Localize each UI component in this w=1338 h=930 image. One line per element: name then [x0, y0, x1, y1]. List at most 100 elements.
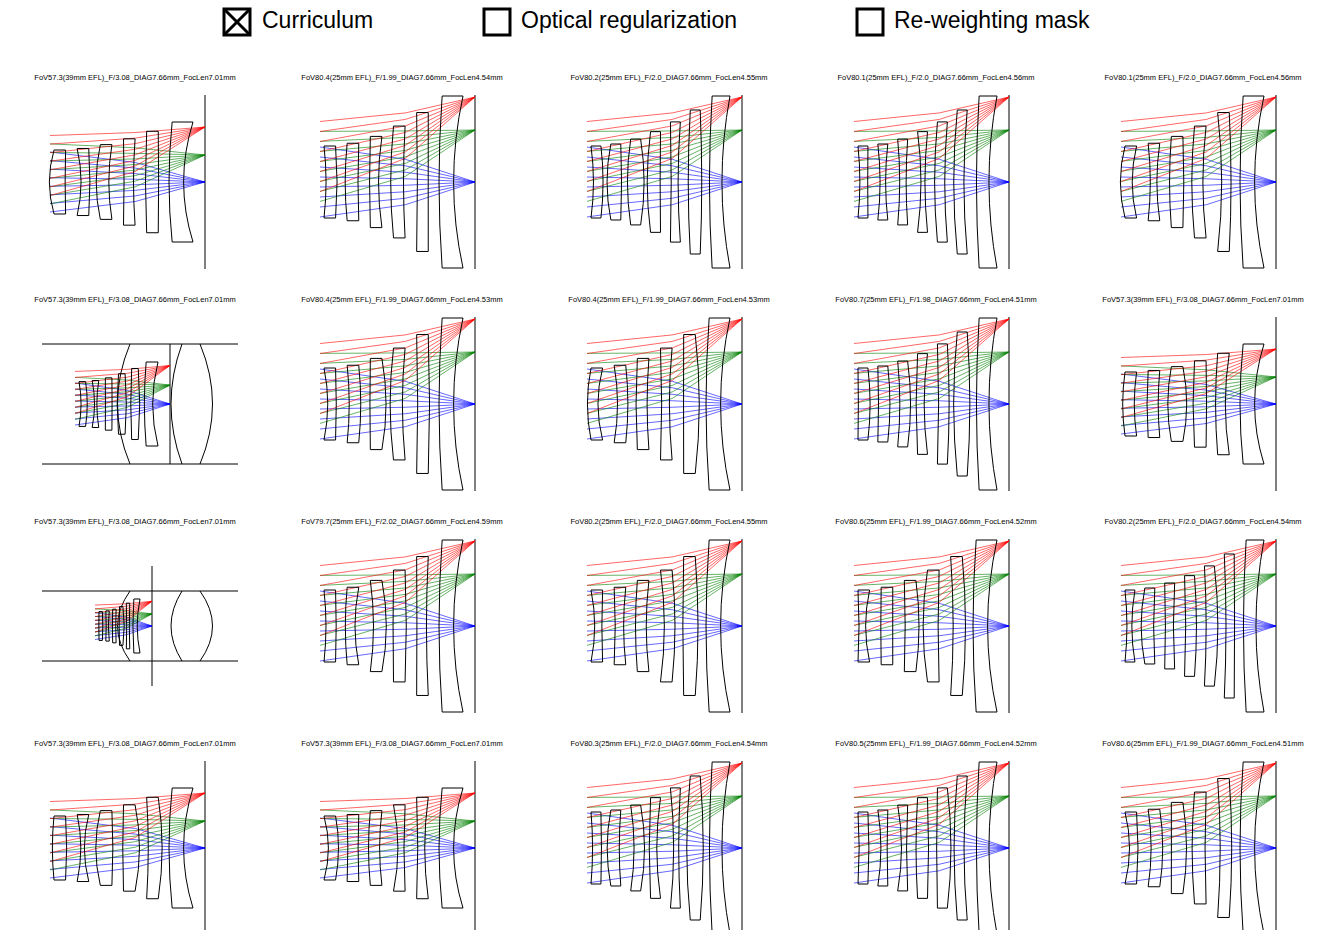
ray: [854, 833, 1009, 848]
ray: [50, 127, 205, 196]
ray: [587, 97, 742, 132]
ray: [854, 621, 1009, 626]
ray: [854, 843, 1009, 848]
ray: [320, 626, 475, 661]
ray: [1121, 823, 1276, 848]
ray: [50, 821, 205, 853]
ray: [587, 763, 742, 858]
ray: [320, 319, 475, 414]
ray: [854, 389, 1009, 404]
lens-element: [858, 812, 869, 884]
ray: [587, 763, 742, 848]
lens-element: [649, 798, 660, 899]
ray: [320, 319, 475, 394]
lens-element: [976, 762, 997, 930]
ray: [587, 389, 742, 404]
ray: [854, 541, 1009, 606]
ray: [854, 97, 1009, 152]
lens-element: [96, 145, 112, 220]
ray: [1121, 796, 1276, 807]
ray: [320, 130, 475, 131]
lens-element: [587, 368, 602, 440]
ray: [587, 319, 742, 364]
ray: [1121, 349, 1276, 418]
ray: [854, 319, 1009, 354]
ray: [587, 574, 742, 575]
lens-element: [898, 361, 911, 447]
sensor-plane: [1276, 761, 1277, 930]
ray: [320, 611, 475, 626]
lens-element: [145, 131, 158, 232]
ray: [854, 541, 1009, 626]
ray: [320, 157, 475, 182]
ray: [320, 389, 475, 404]
ray: [1121, 349, 1276, 400]
lens-element: [394, 805, 406, 891]
lens-element: [370, 136, 382, 227]
ray: [587, 319, 742, 394]
ray: [50, 818, 205, 821]
ray: [854, 763, 1009, 798]
lens-element: [1224, 554, 1234, 698]
lens-title: FoV79.7(25mm EFL)_F/2.02_DIAG7.66mm_FocL…: [301, 517, 502, 526]
lens-title: FoV80.6(25mm EFL)_F/1.99_DIAG7.66mm_FocL…: [1102, 739, 1303, 748]
lens-element: [684, 335, 700, 474]
ray: [1121, 541, 1276, 606]
ray: [320, 541, 475, 636]
ray: [50, 127, 205, 187]
checkbox-label: Curriculum: [262, 7, 373, 34]
checkbox-empty: [484, 9, 510, 35]
lens-element: [1240, 96, 1264, 268]
ray: [50, 182, 205, 203]
lens-element: [688, 110, 702, 254]
ray: [854, 97, 1009, 192]
ray: [320, 541, 475, 596]
ray: [854, 541, 1009, 586]
lens-element: [591, 590, 603, 662]
ray: [854, 319, 1009, 404]
lens-element: [123, 805, 140, 891]
ray: [320, 97, 475, 182]
lens-element: [591, 812, 601, 884]
ray: [587, 319, 742, 414]
lens-element: [683, 557, 698, 696]
lens-element: [417, 335, 430, 474]
ray: [587, 541, 742, 596]
ray: [1121, 404, 1276, 434]
lens-element: [147, 797, 162, 898]
ray: [320, 621, 475, 626]
ray: [587, 541, 742, 586]
ray: [50, 155, 205, 204]
ray: [854, 796, 1009, 807]
ray: [320, 574, 475, 585]
lens-element: [439, 788, 463, 908]
ray: [50, 127, 205, 170]
ray: [320, 379, 475, 404]
ray: [1121, 763, 1276, 818]
ray: [1121, 130, 1276, 141]
ray: [587, 763, 742, 798]
lens-element: [937, 788, 951, 908]
lens-element: [904, 580, 919, 671]
ray: [50, 155, 205, 187]
lens-element: [591, 146, 603, 218]
ray: [587, 97, 742, 142]
lens-element: [1148, 809, 1163, 887]
ray: [587, 97, 742, 182]
lens-element: [1192, 792, 1206, 904]
ray: [587, 97, 742, 162]
ray: [854, 763, 1009, 818]
ray: [50, 144, 205, 155]
ray: [50, 155, 205, 178]
lens-element: [112, 609, 116, 643]
ray: [1121, 621, 1276, 626]
ray: [1121, 796, 1276, 797]
ray: [854, 177, 1009, 182]
ray: [587, 848, 742, 883]
lens-element: [1147, 370, 1160, 437]
lens-housing: [42, 591, 238, 661]
ray: [320, 541, 475, 616]
ray: [75, 383, 170, 385]
ray: [50, 127, 205, 178]
